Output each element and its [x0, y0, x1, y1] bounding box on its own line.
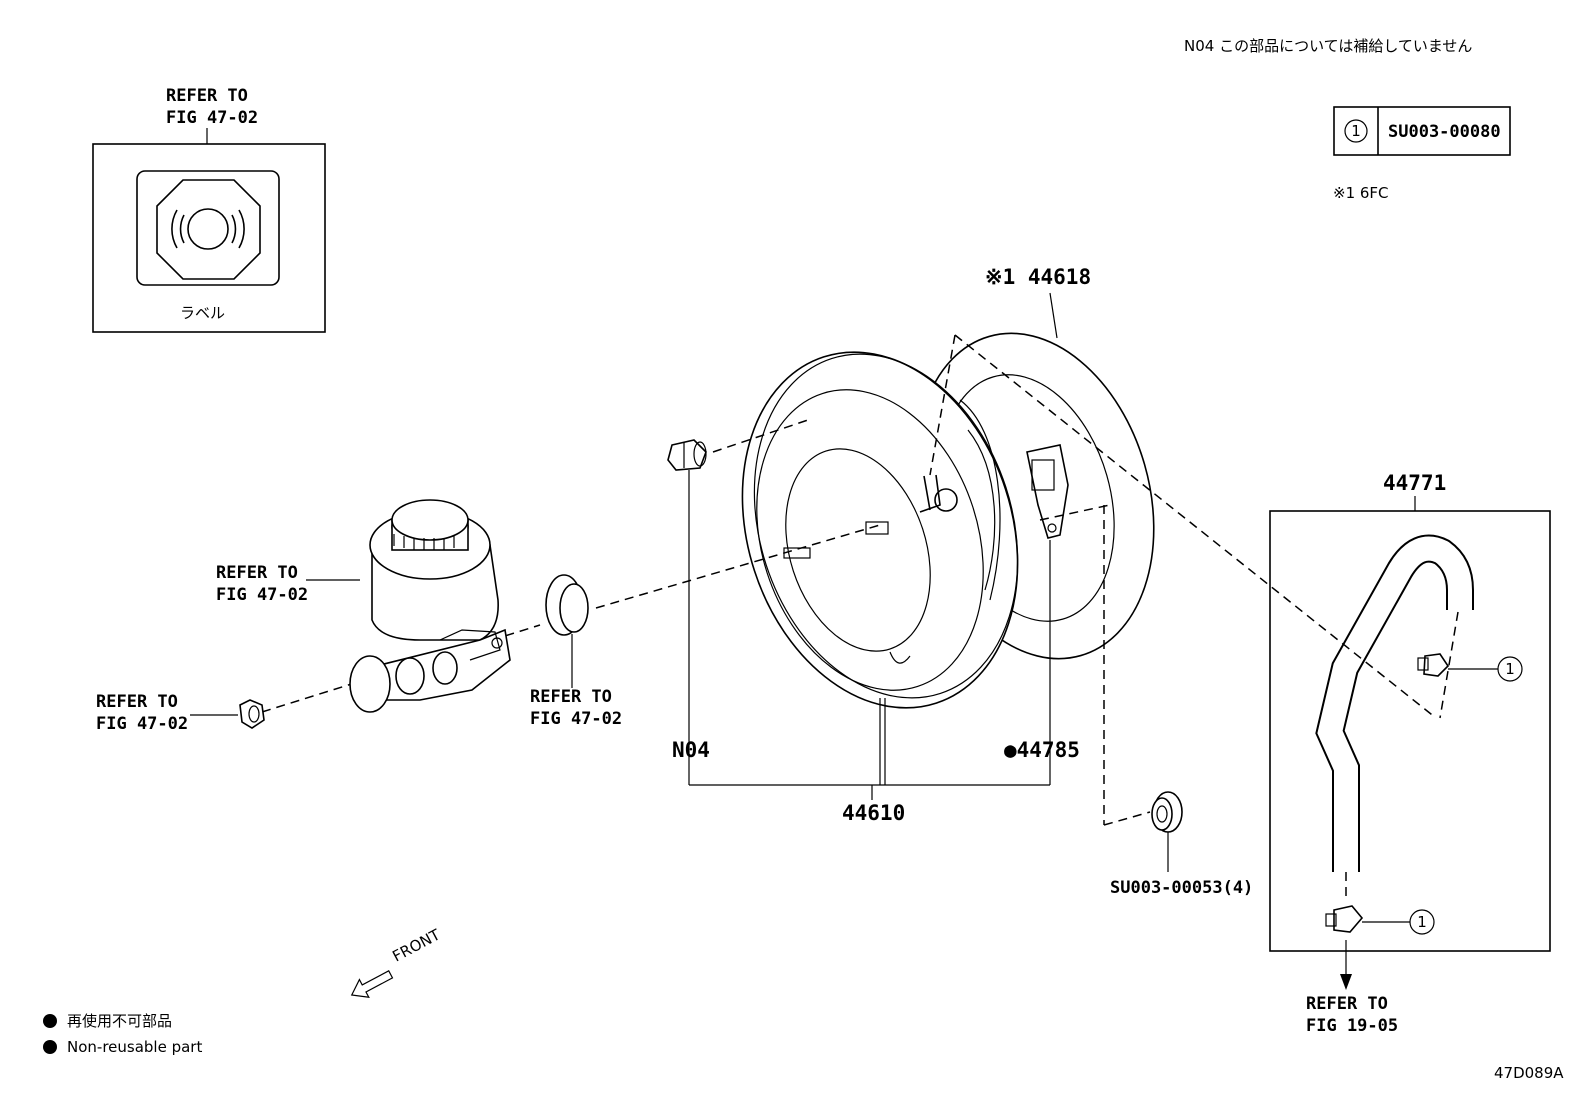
ref-nut-line2: FIG 47-02 [96, 714, 188, 734]
hose-clamp-upper [1417, 653, 1450, 677]
clamp-ref-upper: 1 [1505, 660, 1515, 678]
legend-bullet-jp [43, 1014, 57, 1028]
ref-reservoir-line2: FIG 47-02 [216, 585, 308, 605]
reference-legend-box: 1 SU003-00080 [1333, 106, 1511, 156]
ref-seal-line1: REFER TO [530, 687, 612, 707]
ref-reservoir-line1: REFER TO [216, 563, 298, 583]
part-44618-label: ※1 44618 [985, 265, 1091, 289]
part-su00053-label: SU003-00053(4) [1110, 878, 1253, 898]
master-cylinder-nut [239, 699, 265, 729]
front-label: FRONT [389, 925, 443, 965]
hose-box [1269, 510, 1551, 952]
label-box [92, 143, 326, 333]
master-cylinder [349, 499, 511, 713]
footnote: ※1 6FC [1333, 184, 1389, 202]
hose-clamp-lower [1325, 905, 1364, 933]
label-octagon [156, 179, 261, 280]
master-cylinder-seal [545, 574, 589, 636]
legend-ref-number: 1 [1351, 122, 1361, 140]
clamp-ref-lower: 1 [1417, 913, 1427, 931]
flange-nut [1151, 791, 1183, 833]
front-arrow [350, 970, 394, 999]
label-caption: ラベル [180, 304, 225, 322]
n04-note: N04 この部品については補給していません [1184, 37, 1472, 55]
legend-bullet-en [43, 1040, 57, 1054]
part-44610-label: 44610 [842, 801, 905, 825]
ref-seal-line2: FIG 47-02 [530, 709, 622, 729]
part-44771-label: 44771 [1383, 471, 1446, 495]
part-n04-label: N04 [672, 738, 710, 762]
legend-en: Non-reusable part [67, 1038, 202, 1056]
ref-hose-line1: REFER TO [1306, 994, 1388, 1014]
label-refer-line2: FIG 47-02 [166, 108, 258, 128]
label-refer-line1: REFER TO [166, 86, 248, 106]
ref-hose-line2: FIG 19-05 [1306, 1016, 1398, 1036]
part-44785-label: ●44785 [1004, 738, 1080, 762]
diagram-id: 47D089A [1494, 1064, 1564, 1082]
legend-jp: 再使用不可部品 [67, 1012, 172, 1030]
check-valve-n04 [667, 439, 707, 471]
brake-booster [741, 351, 1069, 709]
legend-ref-code: SU003-00080 [1388, 122, 1501, 142]
ref-nut-line1: REFER TO [96, 692, 178, 712]
